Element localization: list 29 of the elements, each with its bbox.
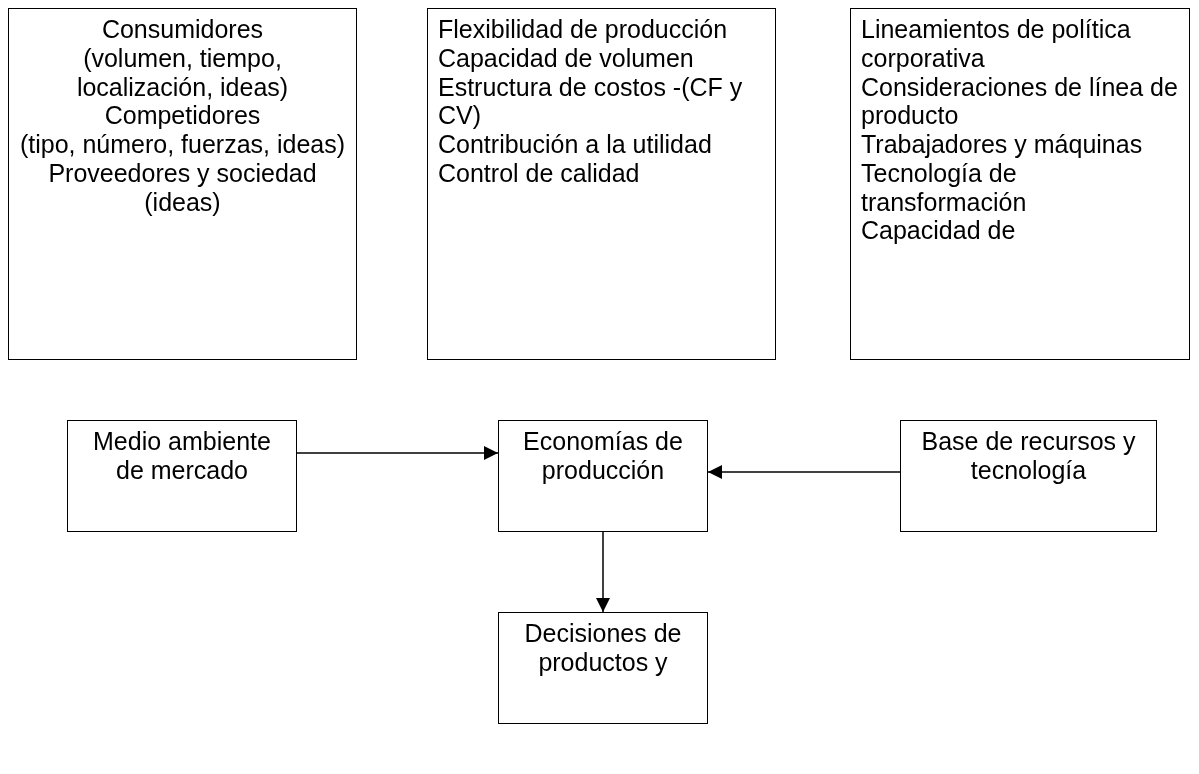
box-text: Competidores — [103, 101, 262, 130]
box-text: Decisiones de productos y — [523, 619, 683, 677]
box-text: Consumidores — [100, 15, 265, 44]
box-text: Consideraciones de línea de producto — [861, 72, 1179, 130]
box-text: Capacidad de — [861, 216, 1017, 245]
box-text: Medio ambiente de mercado — [92, 427, 272, 485]
text-box — [498, 420, 708, 532]
box-text: (volumen, tiempo, localización, ideas) — [75, 43, 290, 102]
text-box — [498, 612, 708, 724]
text-box — [8, 8, 357, 360]
text-box — [900, 420, 1157, 532]
arrow — [296, 446, 499, 460]
box-text: Control de calidad — [438, 158, 641, 188]
arrow — [707, 465, 901, 479]
box-text: Economías de producción — [522, 427, 684, 485]
box-text: Capacidad de volumen — [438, 43, 695, 73]
box-text: Flexibilidad de producción — [438, 15, 729, 44]
box-text: Lineamientos de política corporativa — [861, 15, 1132, 73]
box-text: Estructura de costos -(CF y CV) — [438, 72, 744, 130]
text-box — [67, 420, 297, 532]
box-text: Base de recursos y tecnología — [920, 427, 1137, 485]
box-text: Trabajadores y máquinas — [861, 130, 1144, 159]
box-text: Proveedores y sociedad (ideas) — [47, 158, 318, 217]
box-text: Contribución a la utilidad — [438, 130, 713, 159]
text-box — [850, 8, 1190, 360]
arrow — [596, 531, 610, 613]
box-text: (tipo, número, fuerzas, ideas) — [19, 130, 346, 159]
text-box — [427, 8, 776, 360]
box-text: Tecnología de transformación — [861, 158, 1028, 217]
